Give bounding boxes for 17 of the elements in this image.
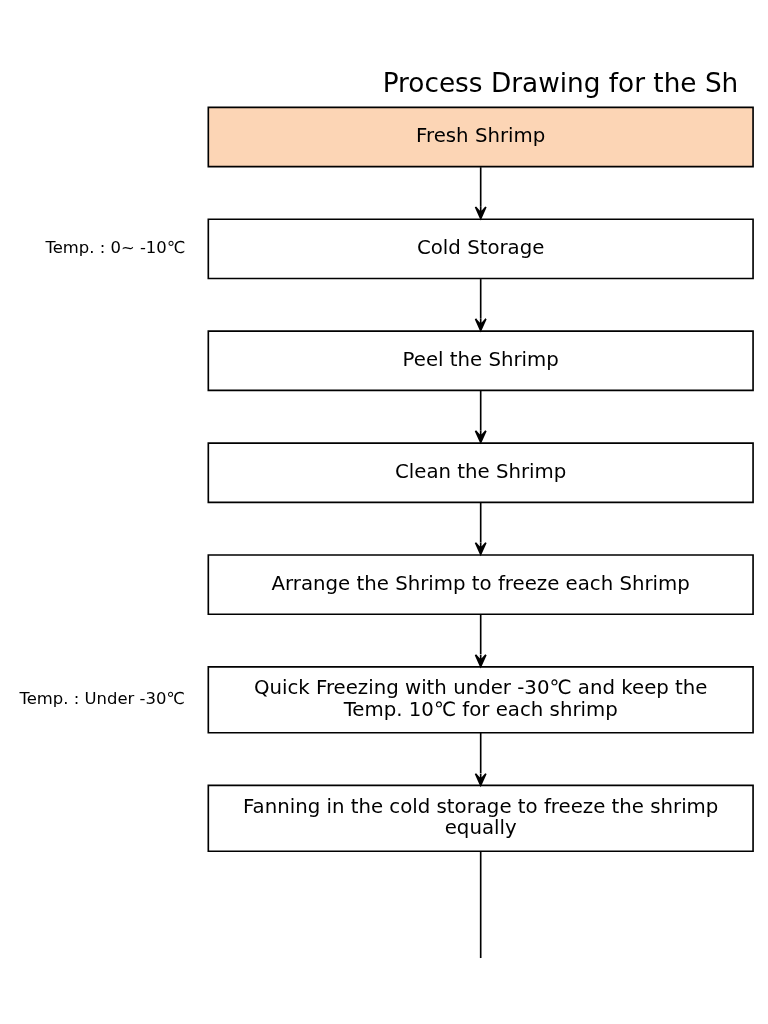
node-box: Quick Freezing with under -30℃ and keep the Temp. 10℃ for each shrimp bbox=[207, 666, 754, 734]
node-box: Clean the Shrimp bbox=[207, 442, 754, 504]
node-label: Temp. : Under -30℃ bbox=[19, 688, 185, 708]
arrow bbox=[474, 278, 487, 332]
arrow bbox=[474, 613, 487, 668]
node-box: Fresh Shrimp bbox=[207, 106, 754, 168]
arrow bbox=[474, 390, 487, 444]
arrow bbox=[474, 732, 487, 787]
node-box: Cold Storage bbox=[207, 218, 754, 280]
node-label: Temp. : 0~ -10℃ bbox=[45, 238, 186, 258]
arrow bbox=[474, 166, 487, 220]
node-box: Fanning in the cold storage to freeze the shrimp equally bbox=[207, 784, 754, 853]
node-box: Peel the Shrimp bbox=[207, 330, 754, 392]
node-box: Arrange the Shrimp to freeze each Shrimp bbox=[207, 554, 754, 616]
diagram-title: Process Drawing for the Sh bbox=[382, 68, 739, 99]
connector bbox=[479, 850, 482, 959]
arrow bbox=[474, 502, 487, 556]
